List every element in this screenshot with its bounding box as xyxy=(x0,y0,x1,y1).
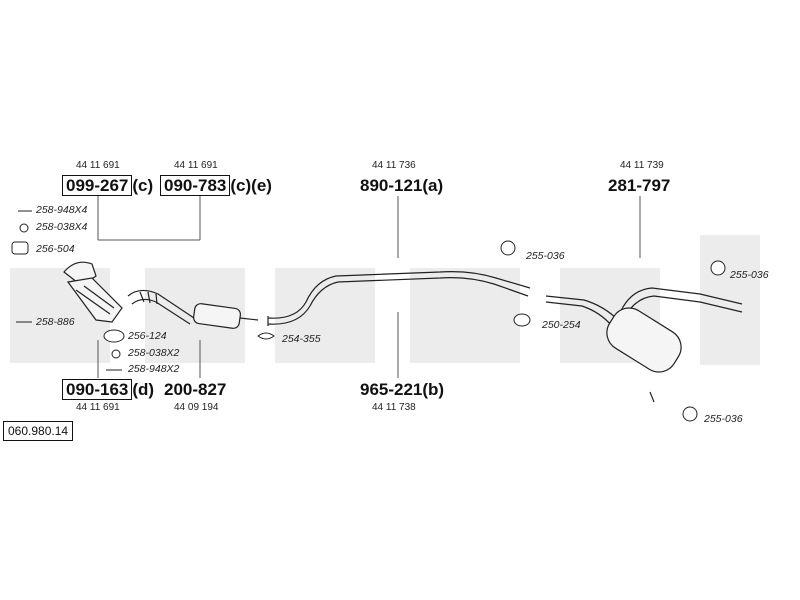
accessory-label: 256-124 xyxy=(128,330,167,342)
oe-number: 44 11 739 xyxy=(620,160,664,171)
accessory-label: 250-254 xyxy=(542,319,581,331)
part-suffix: (c)(e) xyxy=(230,176,272,195)
part-number-label: 965-221(b) xyxy=(360,380,444,400)
part-number-label: 281-797 xyxy=(608,176,670,196)
part-number-label: 090-783(c)(e) xyxy=(160,175,272,196)
rear-assembly xyxy=(545,287,743,403)
part-suffix: (a) xyxy=(422,176,444,195)
accessory-label: 255-036 xyxy=(704,413,743,425)
part-number: 890-121 xyxy=(360,176,423,195)
oe-number: 44 11 736 xyxy=(372,160,416,171)
part-suffix: (c) xyxy=(132,176,154,195)
part-number-label: 200-827 xyxy=(164,380,226,400)
accessory-label: 258-038X2 xyxy=(128,347,180,359)
diagram-reference: 060.980.14 xyxy=(3,421,74,441)
part-number-label: 890-121(a) xyxy=(360,176,443,196)
accessory-label: 258-886 xyxy=(36,316,75,328)
part-suffix: (d) xyxy=(132,380,155,399)
part-number-label: 099-267(c) xyxy=(62,175,154,196)
accessory-label: 258-948X4 xyxy=(36,204,88,216)
catalytic-converter xyxy=(63,261,123,323)
accessory-label: 258-948X2 xyxy=(128,363,180,375)
accessory-label: 254-355 xyxy=(282,333,321,345)
part-number: 099-267 xyxy=(62,175,133,196)
part-number: 281-797 xyxy=(608,176,671,195)
part-suffix: (b) xyxy=(422,380,445,399)
accessory-glyphs xyxy=(11,210,726,422)
part-number: 965-221 xyxy=(360,380,423,399)
accessory-label: 255-036 xyxy=(730,269,769,281)
oe-number: 44 11 738 xyxy=(372,402,416,413)
accessory-label: 255-036 xyxy=(526,250,565,262)
flex-pipe xyxy=(127,289,195,325)
leader-lines xyxy=(97,196,641,378)
oe-number: 44 09 194 xyxy=(174,402,219,413)
oe-number: 44 11 691 xyxy=(76,160,120,171)
part-number: 090-783 xyxy=(160,175,231,196)
center-silencer xyxy=(193,303,259,329)
middle-pipe xyxy=(267,271,531,326)
part-number: 090-163 xyxy=(62,379,133,400)
accessory-label: 258-038X4 xyxy=(36,221,88,233)
accessory-label: 256-504 xyxy=(36,243,75,255)
oe-number: 44 11 691 xyxy=(174,160,218,171)
part-number-label: 090-163(d) xyxy=(62,379,155,400)
part-number: 200-827 xyxy=(164,380,227,399)
oe-number: 44 11 691 xyxy=(76,402,120,413)
